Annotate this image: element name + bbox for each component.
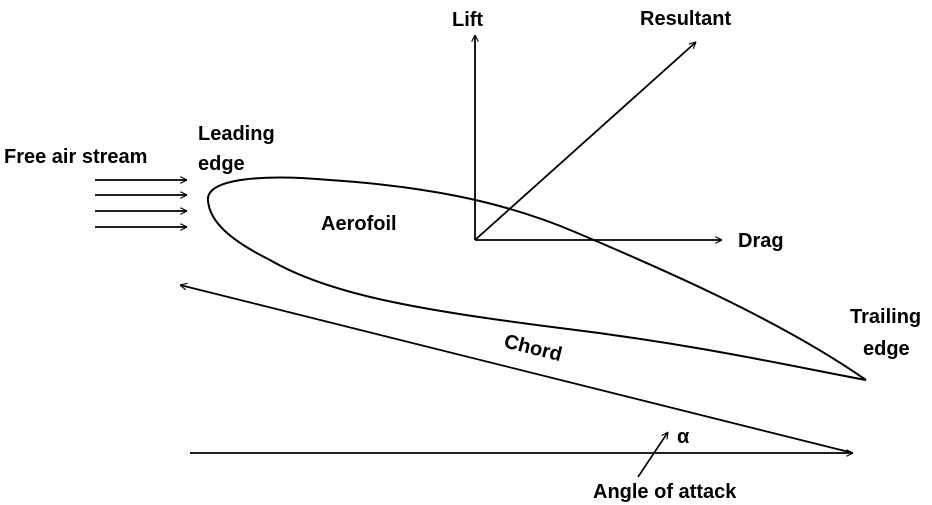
alpha-label: α <box>677 426 690 448</box>
chord-label: Chord <box>502 331 564 367</box>
aerofoil-outline <box>206 176 867 381</box>
resultant-arrow <box>474 42 696 241</box>
leading-edge-label-line1: Leading <box>198 123 275 145</box>
lift-label: Lift <box>452 9 483 31</box>
resultant-label: Resultant <box>640 8 731 30</box>
trailing-edge-label-line1: Trailing <box>850 306 921 328</box>
air-stream-arrows <box>95 180 187 227</box>
free-air-stream-label: Free air stream <box>4 146 147 168</box>
trailing-edge-label-line2: edge <box>863 338 910 360</box>
drag-label: Drag <box>738 230 784 252</box>
leading-edge-label-line2: edge <box>198 153 245 175</box>
chord-arrow <box>180 285 854 454</box>
angle-of-attack-pointer <box>637 432 668 478</box>
angle-of-attack-label: Angle of attack <box>593 481 737 503</box>
aerofoil-label: Aerofoil <box>321 213 397 235</box>
